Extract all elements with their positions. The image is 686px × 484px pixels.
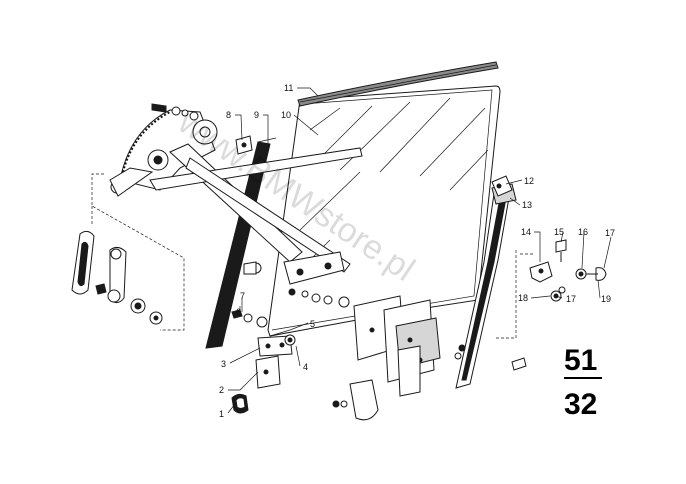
- callout-labels: 1 2 3 4 5 6 7 8 9 10 11 12 13 14 15 16 1…: [219, 83, 615, 419]
- callout-14: 14: [521, 227, 531, 237]
- lower-clip: [332, 379, 379, 421]
- assembly-lines-right: [496, 250, 534, 339]
- callout-9: 9: [254, 110, 259, 120]
- glass-channel-bolts: [231, 288, 350, 328]
- callout-6: 6: [236, 307, 241, 317]
- callout-17-bottom: 17: [566, 294, 576, 304]
- washer-16: [575, 268, 587, 280]
- nut-18: [558, 286, 566, 294]
- bracket-2: [255, 355, 281, 389]
- callout-1: 1: [219, 409, 224, 419]
- rear-rail-bolt: [454, 344, 527, 371]
- top-seal-strip: [297, 61, 499, 107]
- clip-8: [235, 135, 253, 155]
- callout-18: 18: [518, 293, 528, 303]
- group-code-bottom: 32: [564, 388, 597, 421]
- regulator-sector-gear: [109, 109, 218, 197]
- callout-4: 4: [303, 362, 308, 372]
- roller-1: [231, 393, 249, 414]
- group-code: 51 32: [564, 344, 602, 421]
- assembly-lines-left: [91, 173, 185, 331]
- lower-channel-3: [257, 335, 293, 357]
- callout-8: 8: [226, 110, 231, 120]
- callout-2: 2: [219, 385, 224, 395]
- callout-13: 13: [522, 200, 532, 210]
- callout-16: 16: [578, 227, 588, 237]
- callout-17-top: 17: [605, 228, 615, 238]
- callout-5: 5: [310, 319, 315, 329]
- crank-handle: [71, 230, 95, 295]
- bracket-14: [529, 261, 553, 283]
- regulator-lifting-arm: [149, 143, 363, 285]
- group-code-top: 51: [564, 344, 597, 377]
- front-guide-rail: [205, 137, 277, 349]
- washer-17: [550, 290, 562, 302]
- callout-12: 12: [524, 176, 534, 186]
- callout-7: 7: [240, 291, 245, 301]
- bracket-12: [491, 175, 513, 197]
- callout-19: 19: [601, 294, 611, 304]
- callout-15: 15: [554, 227, 564, 237]
- callout-11: 11: [284, 83, 293, 93]
- callout-3: 3: [221, 359, 226, 369]
- crank-escutcheon: [95, 283, 163, 325]
- regulator-bolt-set: [151, 103, 199, 121]
- leader-lines: [227, 87, 612, 414]
- rear-guide-rail: [455, 183, 517, 389]
- lower-mounting-plate: [353, 295, 441, 397]
- bolt-17-19: [586, 267, 607, 281]
- bolt-15: [555, 239, 567, 262]
- callout-10: 10: [281, 110, 291, 120]
- washer-4: [284, 334, 296, 346]
